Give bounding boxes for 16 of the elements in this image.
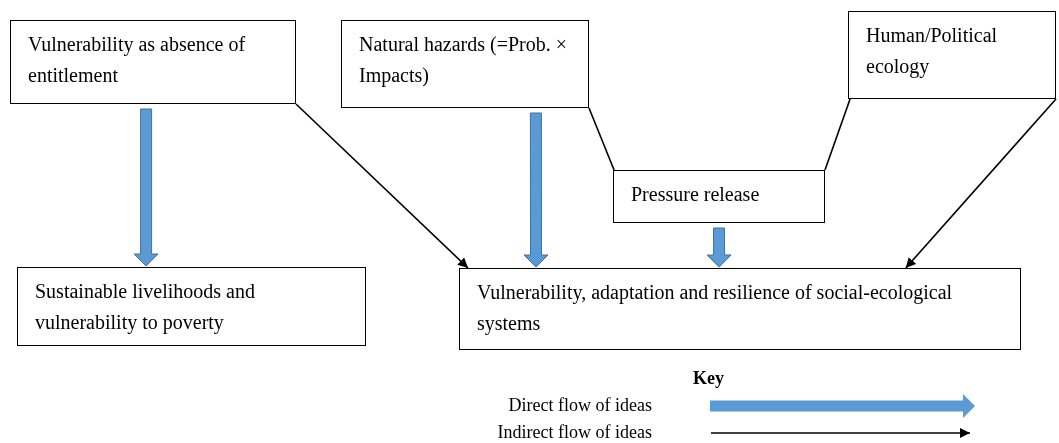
block-arrow [133, 108, 159, 267]
concept-box: Vulnerability as absence of entitlement [10, 20, 296, 104]
arrow [905, 98, 1057, 269]
concept-box: Natural hazards (=Prob. × Impacts) [341, 20, 589, 108]
arrow [295, 103, 469, 269]
connector-line [588, 107, 615, 171]
concept-box: Sustainable livelihoods and vulnerability to poverty [17, 267, 366, 346]
block-arrow [706, 227, 732, 268]
concept-box: Vulnerability, adaptation and resilience of social-ecological systems [459, 268, 1021, 350]
concept-box: Human/Political ecology [848, 11, 1056, 99]
legend-label: Indirect flow of ideas [497, 422, 652, 443]
connector-line [824, 98, 851, 171]
concept-box: Pressure release [613, 170, 825, 223]
block-arrow [523, 112, 549, 268]
legend-heading: Key [693, 368, 724, 389]
legend-label: Direct flow of ideas [508, 395, 652, 416]
